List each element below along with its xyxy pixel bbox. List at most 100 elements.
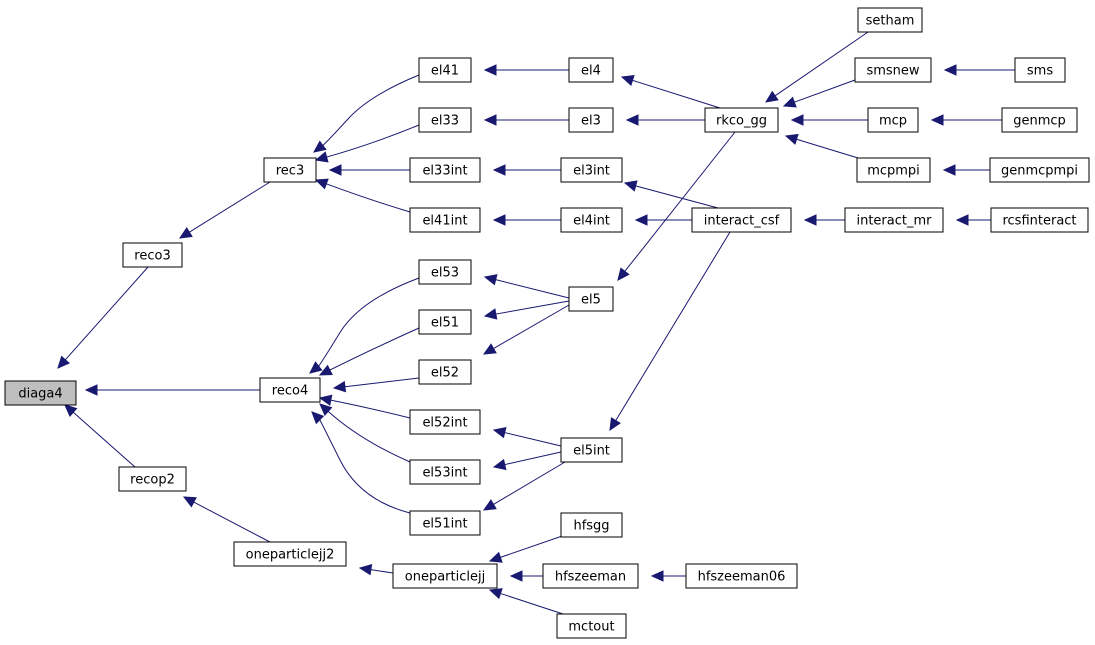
node-oneparticlejj[interactable]: oneparticlejj [392, 563, 498, 589]
node-box [685, 563, 798, 589]
node-el33int[interactable]: el33int [409, 157, 481, 183]
edge-interact_csf-to-el3int [623, 180, 719, 209]
edge-el52int-to-reco4 [318, 394, 411, 419]
node-hfszeeman[interactable]: hfszeeman [542, 563, 639, 589]
node-label: rcsfinteract [1002, 214, 1076, 229]
node-box [691, 207, 792, 233]
edge-genmcpmpi-to-mcpmpi [942, 164, 990, 176]
edge-smsnew-to-rkco_gg [782, 79, 856, 108]
node-box [418, 107, 472, 133]
node-label: el51 [431, 316, 459, 331]
node-reco4[interactable]: reco4 [259, 377, 321, 403]
edge-interact_mr-to-interact_csf [803, 214, 845, 226]
edge-el33int-to-rec3 [328, 164, 410, 176]
node-label: hfszeeman06 [698, 570, 786, 585]
node-el3[interactable]: el3 [568, 107, 614, 133]
node-label: mcpmpi [867, 164, 920, 179]
edge-rec3-to-reco3 [178, 181, 271, 239]
edge-rkco_gg-to-el5 [617, 131, 736, 281]
edge-el51-to-reco4 [318, 327, 420, 376]
node-rkco_gg[interactable]: rkco_gg [704, 107, 779, 133]
node-label: oneparticlejj [405, 570, 485, 585]
node-label: el51int [422, 517, 467, 532]
node-box [409, 510, 481, 536]
node-box [542, 563, 639, 589]
node-el4int[interactable]: el4int [560, 207, 623, 233]
node-box [259, 377, 321, 403]
node-oneparticlejj2[interactable]: oneparticlejj2 [233, 541, 347, 567]
edge-el5-to-el51 [483, 300, 570, 320]
node-interact_mr[interactable]: interact_mr [844, 207, 944, 233]
node-interact_csf[interactable]: interact_csf [691, 207, 792, 233]
node-box [568, 107, 614, 133]
node-box [418, 309, 472, 335]
node-label: el3int [573, 164, 610, 179]
node-box [989, 157, 1090, 183]
node-setham[interactable]: setham [857, 7, 923, 33]
node-genmcpmpi[interactable]: genmcpmpi [989, 157, 1090, 183]
node-hfsgg[interactable]: hfsgg [560, 512, 623, 538]
edge-el33-to-rec3 [314, 124, 420, 163]
node-el4[interactable]: el4 [568, 57, 614, 83]
node-label: el4 [581, 64, 601, 79]
node-box [1001, 107, 1078, 133]
node-mcp[interactable]: mcp [867, 107, 919, 133]
node-mcpmpi[interactable]: mcpmpi [856, 157, 931, 183]
node-el41int[interactable]: el41int [409, 207, 481, 233]
node-el51[interactable]: el51 [418, 309, 472, 335]
node-el5int[interactable]: el5int [560, 437, 623, 463]
edge-interact_csf-to-el4int [634, 214, 692, 226]
edge-el5int-to-el53int [492, 451, 562, 471]
node-el51int[interactable]: el51int [409, 510, 481, 536]
node-box [418, 359, 472, 385]
node-el41[interactable]: el41 [418, 57, 472, 83]
node-label: el5 [581, 293, 601, 308]
node-label: el3 [581, 114, 601, 129]
node-label: rec3 [276, 164, 304, 179]
node-el5[interactable]: el5 [568, 286, 614, 312]
node-label: genmcp [1013, 114, 1066, 129]
edge-interact_csf-to-el5int [609, 231, 731, 432]
node-diaga4: diaga4 [4, 380, 77, 406]
edge-oneparticlejj-to-oneparticlejj2 [358, 564, 394, 576]
node-rec3[interactable]: rec3 [263, 157, 317, 183]
edge-rkco_gg-to-el3 [625, 114, 705, 126]
node-box [560, 157, 623, 183]
node-recop2[interactable]: recop2 [118, 466, 187, 492]
node-label: hfszeeman [555, 570, 626, 585]
graph-edges [57, 31, 1015, 616]
edge-reco4-to-diaga4 [84, 384, 260, 396]
node-box [4, 380, 77, 406]
node-el53int[interactable]: el53int [409, 459, 481, 485]
edge-el5int-to-el52int [492, 427, 562, 447]
node-label: el33int [422, 164, 467, 179]
node-box [704, 107, 779, 133]
node-hfszeeman06[interactable]: hfszeeman06 [685, 563, 798, 589]
edge-recop2-to-diaga4 [64, 404, 136, 468]
node-el52int[interactable]: el52int [409, 409, 481, 435]
edge-el51int-to-reco4 [311, 411, 411, 514]
node-box [867, 107, 919, 133]
node-box [568, 57, 614, 83]
node-mctout[interactable]: mctout [556, 613, 627, 639]
node-sms[interactable]: sms [1014, 57, 1066, 83]
node-label: el41int [422, 214, 467, 229]
node-label: reco3 [134, 249, 170, 264]
node-el3int[interactable]: el3int [560, 157, 623, 183]
edge-el41-to-rec3 [313, 74, 420, 153]
node-el53[interactable]: el53 [418, 259, 472, 285]
node-reco3[interactable]: reco3 [122, 242, 183, 268]
node-box [409, 157, 481, 183]
node-box [560, 207, 623, 233]
node-genmcp[interactable]: genmcp [1001, 107, 1078, 133]
edge-oneparticlejj2-to-recop2 [182, 496, 271, 543]
node-box [409, 207, 481, 233]
edge-el41int-to-rec3 [314, 178, 411, 213]
graph-nodes: diaga4 reco3 reco4 recop2 rec3 oneparticlejj2… [4, 7, 1090, 639]
node-rcsfinteract[interactable]: rcsfinteract [990, 207, 1089, 233]
node-smsnew[interactable]: smsnew [854, 57, 932, 83]
node-el33[interactable]: el33 [418, 107, 472, 133]
edge-rcsfinteract-to-interact_mr [955, 214, 991, 226]
node-box [856, 157, 931, 183]
node-el52[interactable]: el52 [418, 359, 472, 385]
